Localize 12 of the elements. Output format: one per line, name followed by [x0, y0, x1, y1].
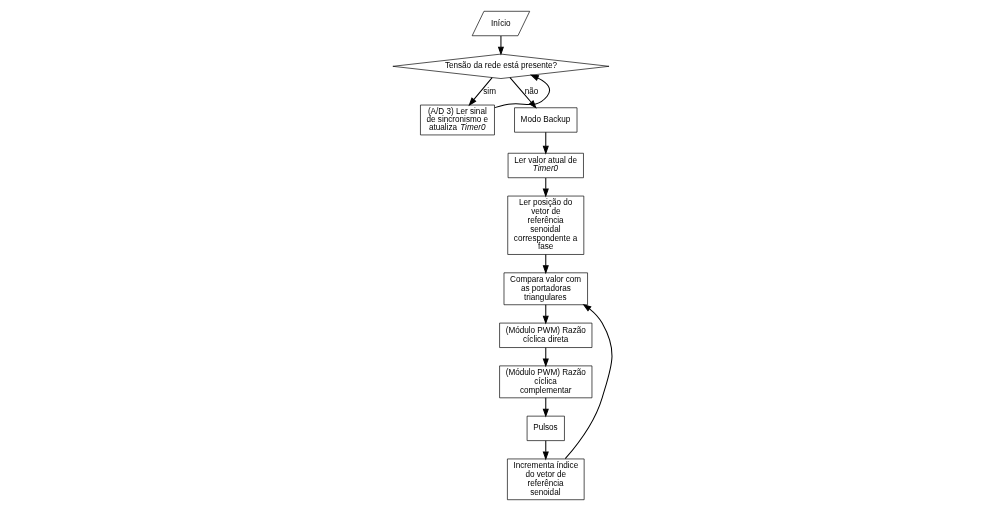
arrow — [542, 131, 549, 155]
arrow — [468, 77, 493, 107]
arrow — [542, 440, 549, 461]
arrow — [564, 303, 613, 460]
arrow — [542, 253, 549, 275]
arrow — [542, 177, 549, 198]
arrow — [509, 77, 537, 109]
arrow — [494, 74, 551, 109]
arrow — [542, 397, 549, 418]
arrow — [542, 347, 549, 368]
arrow — [542, 304, 549, 325]
arrow — [497, 35, 505, 56]
